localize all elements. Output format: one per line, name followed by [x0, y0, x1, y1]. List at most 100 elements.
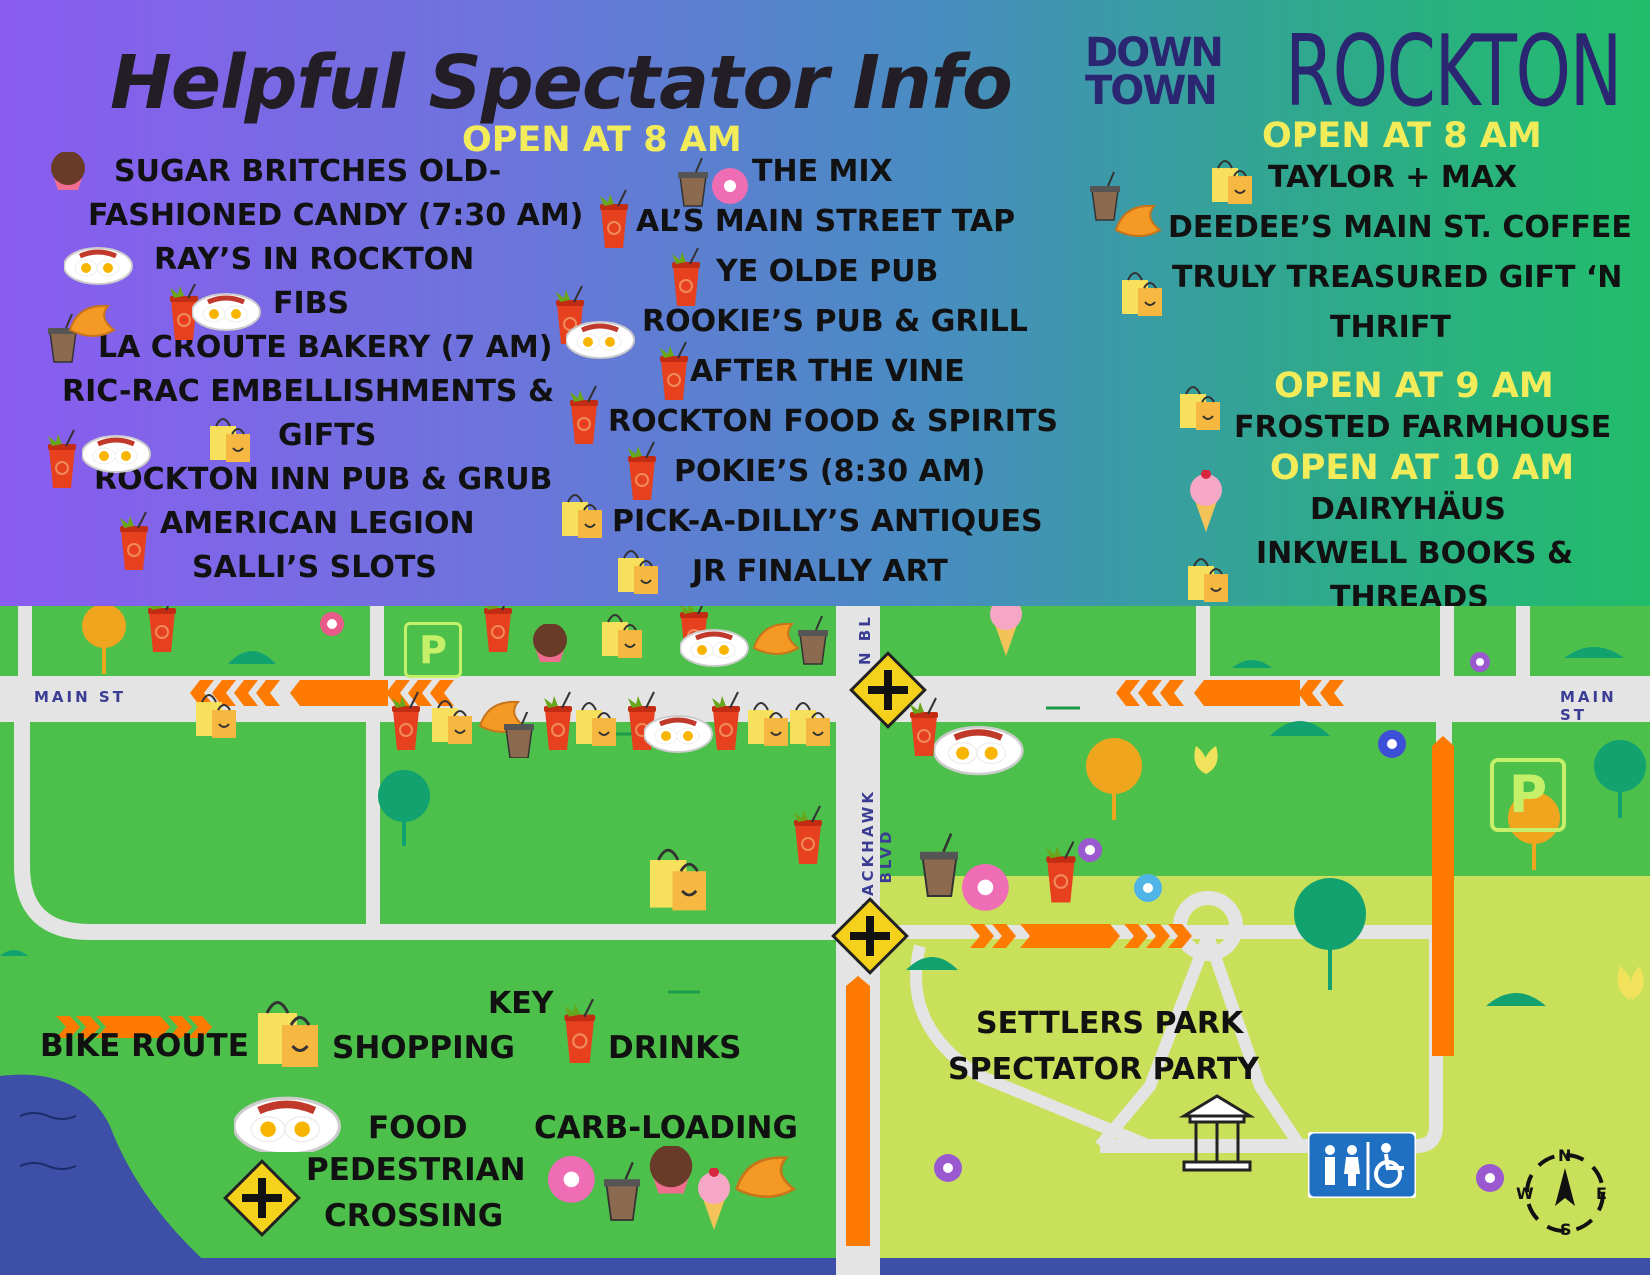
- cupcake-icon: [649, 1146, 693, 1194]
- shopping-bags-icon: [1122, 272, 1163, 317]
- list-item: FASHIONED CANDY (7:30 AM): [88, 198, 584, 233]
- eggs-bacon-icon: [234, 1092, 344, 1152]
- list-item: AMERICAN LEGION: [160, 506, 475, 541]
- list-item: GIFTS: [278, 418, 377, 453]
- logo-line-1: DOWN: [1085, 30, 1224, 76]
- list-item: POKIE’S (8:30 AM): [674, 454, 986, 489]
- shopping-bags-icon: [562, 494, 603, 539]
- shopping-bags-icon: [258, 1001, 320, 1069]
- key-food: FOOD: [368, 1110, 468, 1146]
- shopping-bags-icon: [576, 702, 617, 747]
- shopping-bags-icon: [790, 702, 831, 747]
- compass-e: E: [1596, 1184, 1607, 1203]
- list-item: SALLI’S SLOTS: [192, 550, 437, 585]
- logo-line-2: TOWN: [1085, 68, 1218, 114]
- cupcake-icon: [533, 624, 567, 662]
- street-label-main-st: MAIN ST: [1560, 688, 1617, 724]
- key-pedestrian: PEDESTRIAN: [306, 1152, 526, 1188]
- cupcake-icon: [51, 152, 85, 190]
- croissant-icon: [753, 622, 799, 655]
- parking-sign: P: [404, 622, 462, 678]
- park-label: SETTLERS PARK: [976, 1006, 1244, 1041]
- cocktail-icon: [147, 606, 177, 653]
- pedestrian-crossing-icon: [223, 1159, 301, 1237]
- list-item: LA CROUTE BAKERY (7 AM): [98, 330, 553, 365]
- croissant-icon: [69, 304, 115, 337]
- compass-icon: [1525, 1153, 1605, 1233]
- compass-w: W: [1516, 1184, 1534, 1203]
- cocktail-icon: [671, 247, 701, 307]
- list-item: YE OLDE PUB: [716, 254, 939, 289]
- key-title: KEY: [488, 986, 554, 1021]
- iced-coffee-icon: [918, 832, 958, 898]
- eggs-bacon-icon: [566, 318, 638, 362]
- shopping-bags-icon: [210, 418, 251, 463]
- donut-icon: [548, 1156, 595, 1203]
- shopping-bags-icon: [1180, 386, 1221, 431]
- key-drinks: DRINKS: [608, 1030, 742, 1066]
- shopping-bags-icon: [1212, 160, 1253, 205]
- cocktail-icon: [483, 606, 513, 653]
- cocktail-icon: [119, 511, 149, 571]
- list-item: AL’S MAIN STREET TAP: [636, 204, 1016, 239]
- downtown-map: MAIN ST MAIN ST BLACKHAWK BLVD N BL P P …: [0, 606, 1650, 1275]
- shopping-bags-icon: [196, 694, 237, 739]
- cocktail-icon: [391, 691, 421, 751]
- iced-coffee-icon: [504, 712, 535, 758]
- list-item: DEEDEE’S MAIN ST. COFFEE: [1168, 210, 1632, 245]
- rockton-logo: ROCKTON: [1285, 15, 1622, 129]
- ice-cream-icon: [698, 1168, 730, 1230]
- iced-coffee-icon: [798, 616, 829, 665]
- ice-cream-icon: [990, 606, 1022, 656]
- compass-n: N: [1558, 1146, 1572, 1165]
- cocktail-icon: [659, 341, 689, 401]
- gazebo-icon: [1178, 1094, 1256, 1172]
- cocktail-icon: [1045, 840, 1077, 904]
- cocktail-icon: [627, 441, 657, 501]
- list-item: RAY’S IN ROCKTON: [154, 242, 475, 277]
- list-item: TRULY TREASURED GIFT ‘N: [1172, 260, 1623, 295]
- pedestrian-crossing-icon: [831, 897, 909, 975]
- ice-cream-icon: [1190, 470, 1222, 532]
- shopping-bags-icon: [602, 614, 643, 659]
- key-carb-loading: CARB-LOADING: [534, 1110, 798, 1146]
- downtown-logo-text: DOWN TOWN: [1085, 30, 1224, 114]
- list-item: TAYLOR + MAX: [1268, 160, 1518, 195]
- compass: N S E W: [1516, 1146, 1610, 1239]
- cocktail-icon: [599, 189, 629, 249]
- list-item: ROCKTON INN PUB & GRUB: [94, 462, 553, 497]
- eggs-bacon-icon: [64, 244, 136, 288]
- list-item: SUGAR BRITCHES OLD-: [114, 154, 502, 189]
- shopping-bags-icon: [1188, 558, 1229, 603]
- list-item: RIC-RAC EMBELLISHMENTS &: [62, 374, 555, 409]
- iced-coffee-icon: [678, 158, 709, 207]
- list-item: FIBS: [273, 286, 350, 321]
- list-item: DAIRYHÄUS: [1310, 492, 1506, 527]
- cocktail-icon: [569, 385, 599, 445]
- shopping-bags-icon: [650, 848, 708, 912]
- col3-heading-10am: OPEN AT 10 AM: [1270, 448, 1575, 488]
- donut-icon: [712, 168, 748, 204]
- info-panel: [0, 0, 1650, 606]
- donut-icon: [962, 864, 1009, 911]
- shopping-bags-icon: [748, 702, 789, 747]
- park-label: SPECTATOR PARTY: [948, 1052, 1260, 1087]
- list-item: FROSTED FARMHOUSE: [1234, 410, 1612, 445]
- list-item: THRIFT: [1330, 310, 1451, 345]
- croissant-icon: [1115, 204, 1161, 237]
- parking-sign: P: [1490, 758, 1566, 832]
- eggs-bacon-icon: [82, 432, 152, 476]
- cocktail-icon: [47, 429, 77, 489]
- iced-coffee-icon: [602, 1162, 642, 1222]
- col3-heading-9am: OPEN AT 9 AM: [1274, 366, 1554, 406]
- col1-heading: OPEN AT 8 AM: [462, 120, 742, 160]
- cocktail-icon: [793, 805, 823, 865]
- map-background: [0, 606, 1650, 1275]
- eggs-bacon-icon: [644, 712, 716, 756]
- list-item: ROCKTON FOOD & SPIRITS: [608, 404, 1058, 439]
- key-bike-route: BIKE ROUTE: [40, 1028, 249, 1064]
- list-item: INKWELL BOOKS &: [1256, 536, 1574, 571]
- croissant-icon: [735, 1156, 796, 1199]
- eggs-bacon-icon: [680, 626, 752, 670]
- compass-s: S: [1560, 1220, 1572, 1239]
